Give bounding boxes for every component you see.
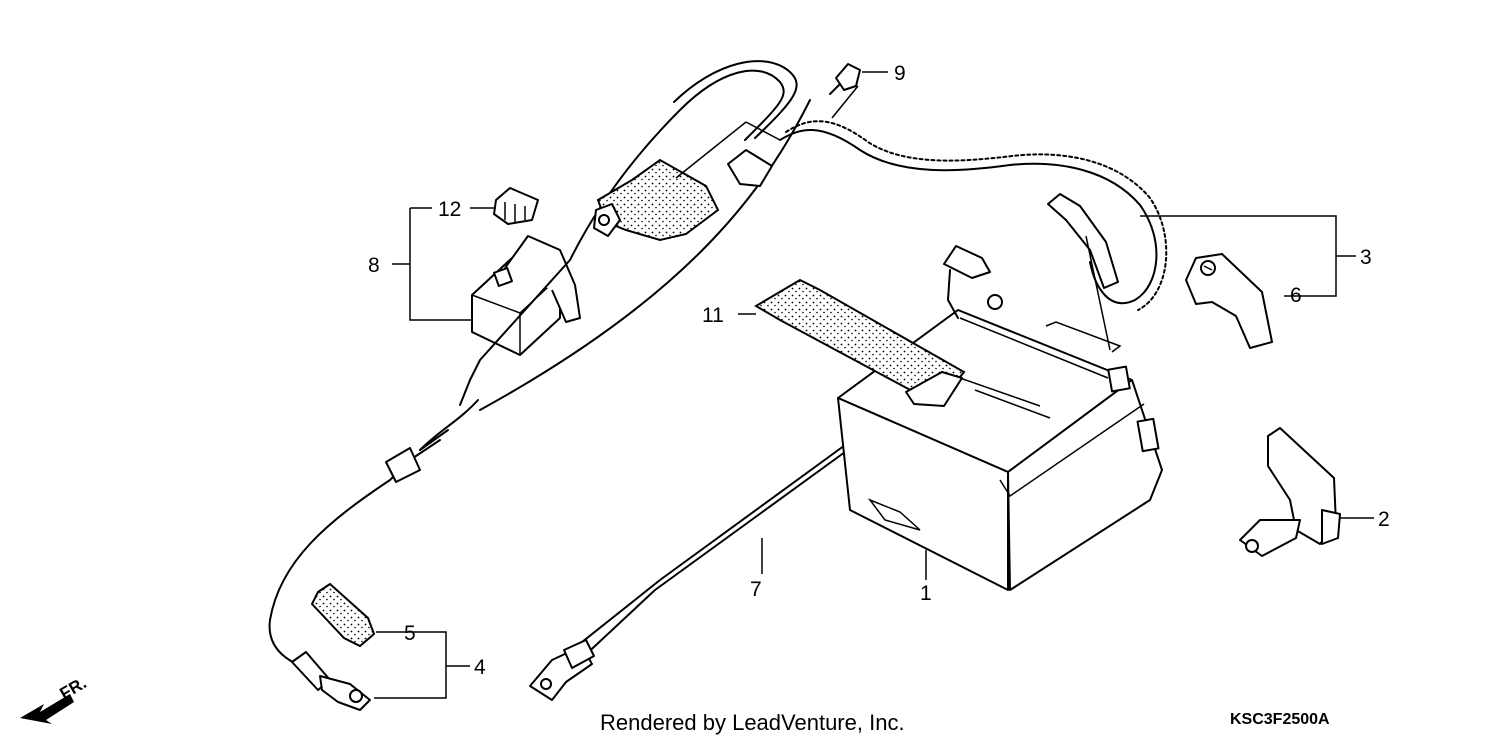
render-credit: Rendered by LeadVenture, Inc. <box>600 710 905 735</box>
battery-bracket <box>1239 427 1341 557</box>
callout-8: 8 <box>368 254 380 277</box>
main-fuse <box>493 187 539 225</box>
callout-5: 5 <box>404 622 416 645</box>
terminal-cover <box>1185 253 1273 349</box>
battery-terminal-bolt <box>943 245 1003 319</box>
positive-cable <box>529 439 853 701</box>
callout-2: 2 <box>1378 508 1390 531</box>
front-direction-label: FR. <box>57 673 90 703</box>
callout-1: 1 <box>920 582 932 605</box>
terminal-cap <box>310 582 376 648</box>
leader-lines <box>374 71 1374 699</box>
callout-6: 6 <box>1290 284 1302 307</box>
callout-11: 11 <box>702 304 724 327</box>
callout-7: 7 <box>750 578 762 601</box>
callout-3: 3 <box>1360 246 1372 269</box>
callout-12: 12 <box>438 198 461 221</box>
callout-4: 4 <box>474 656 486 679</box>
callout-9: 9 <box>894 62 906 85</box>
bolt <box>829 63 861 95</box>
cable-loop <box>268 60 811 673</box>
front-direction-arrow-icon <box>20 694 74 724</box>
harness-connector <box>593 149 773 242</box>
battery-band <box>754 278 966 407</box>
diagram-code: KSC3F2500A <box>1230 711 1330 728</box>
starter-relay-switch <box>471 235 581 356</box>
negative-cable-terminal <box>291 651 371 711</box>
sub-harness <box>779 120 1168 311</box>
